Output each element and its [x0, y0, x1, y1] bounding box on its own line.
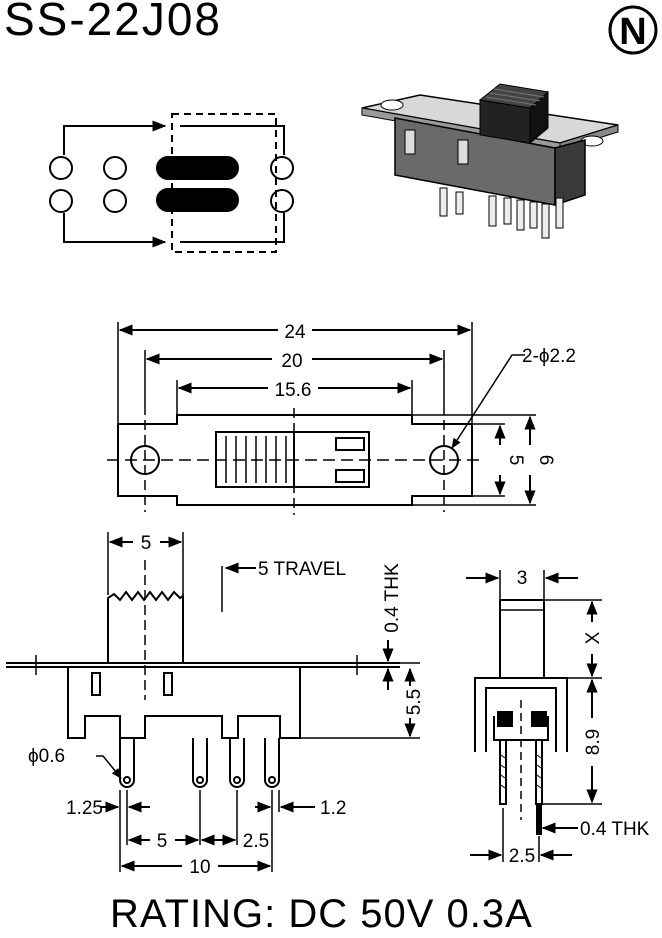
dim-side-pin-thk: 0.4 THK — [580, 819, 650, 840]
dim-overall-length: 24 — [284, 322, 306, 343]
dim-side-x: X — [583, 631, 604, 644]
front-view-dimension-labels: 5 5 TRAVEL 0.4 THK 5.5 ϕ0.6 1.25 1.2 5 2… — [28, 533, 425, 878]
dim-side-height: 8.9 — [583, 729, 604, 755]
top-view-drawing — [107, 322, 536, 515]
dim-side-pin-pitch: 2.5 — [509, 846, 535, 867]
dim-hole-callout: 2-ϕ2.2 — [522, 346, 576, 367]
dim-hole-pitch: 20 — [281, 351, 302, 372]
dim-travel: 5 TRAVEL — [258, 559, 346, 580]
dim-pin-span: 10 — [189, 857, 210, 878]
dim-slot-length: 15.6 — [275, 380, 312, 401]
switch-product-image — [361, 83, 619, 239]
dim-pin-diameter: ϕ0.6 — [28, 746, 65, 767]
part-number-title: SS-22J08 — [4, 0, 223, 45]
dim-left-offset: 1.25 — [66, 798, 103, 819]
front-view-drawing — [6, 532, 420, 872]
dim-pin-pitch-a: 5 — [157, 831, 168, 852]
brand-logo: N — [608, 5, 658, 55]
side-view-dimension-labels: 3 X 8.9 0.4 THK 2.5 — [509, 568, 650, 867]
dim-actuator-width: 5 — [141, 533, 152, 554]
side-view-drawing — [466, 570, 602, 862]
logo-letter: N — [619, 11, 646, 53]
dim-pin-pitch-b: 2.5 — [243, 831, 269, 852]
rating-text: RATING: DC 50V 0.3A — [110, 892, 533, 936]
dim-body-height: 5.5 — [404, 689, 425, 715]
dim-width-inner: 5 — [505, 455, 526, 466]
switch-schematic — [49, 113, 294, 253]
dim-width-outer: 6 — [535, 455, 556, 466]
dim-side-actuator-width: 3 — [517, 568, 528, 589]
top-view-dimension-labels: 24 20 15.6 2-ϕ2.2 5 6 — [275, 322, 576, 465]
dim-thickness: 0.4 THK — [382, 563, 403, 633]
dim-right-offset: 1.2 — [320, 798, 346, 819]
